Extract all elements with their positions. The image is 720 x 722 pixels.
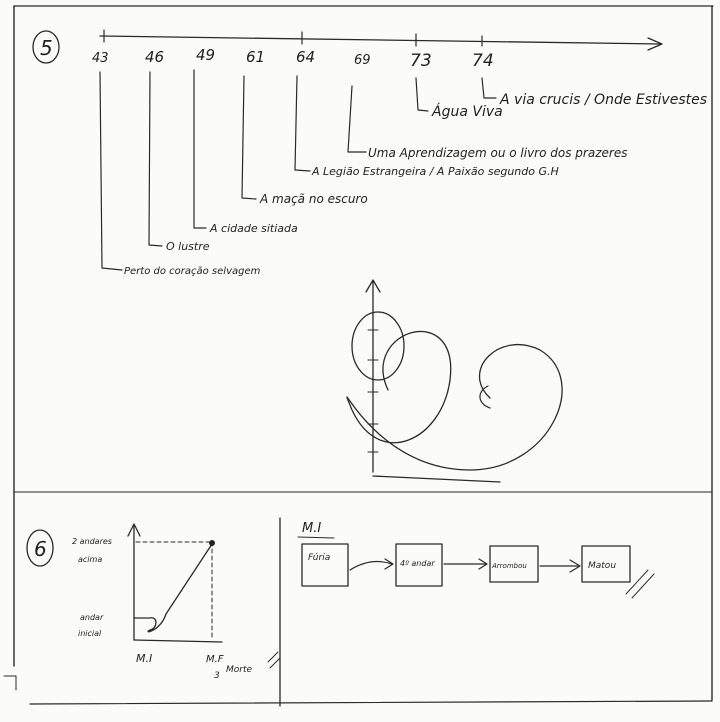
flow-arrow-head	[569, 559, 581, 573]
graph-label-bottom: inicial	[78, 629, 102, 638]
graph-x-label-end: 3	[214, 671, 220, 681]
timeline-year: 69	[354, 53, 371, 68]
work-title: A maçã no escuro	[259, 192, 368, 206]
graph-label-bottom: andar	[80, 613, 104, 622]
flow-box	[489, 545, 539, 583]
graph-y-arrow	[127, 523, 141, 537]
work-title: Água Viva	[431, 103, 503, 120]
connector-line	[193, 69, 207, 229]
work-title: Perto do coração selvagem	[124, 266, 261, 277]
work-title: A cidade sitiada	[209, 222, 298, 235]
connector-line	[415, 77, 429, 112]
graph-x-label-start: M.I	[136, 652, 152, 665]
timeline-year: 46	[145, 48, 164, 66]
flow-step: 4º andar	[400, 559, 435, 568]
flow-box	[301, 543, 349, 587]
connector-line	[99, 71, 123, 271]
connector-line	[347, 85, 367, 153]
timeline-year: 43	[92, 51, 109, 66]
graph-end-point	[209, 540, 215, 546]
sketch-y-arrow	[365, 279, 381, 293]
section-6-number: 6	[34, 537, 47, 561]
timeline-year: 64	[296, 48, 315, 66]
graph-x-label-end: Morte	[226, 665, 253, 675]
work-title: A via crucis / Onde Estivestes	[499, 92, 707, 108]
graph-x-label-end: M.F	[206, 654, 224, 665]
connector-line	[241, 75, 257, 200]
timeline-year: 49	[196, 46, 215, 64]
flow-step: Arrombou	[491, 562, 527, 570]
timeline-year: 74	[472, 51, 494, 71]
flow-box	[395, 543, 443, 587]
timeline-axis	[99, 35, 661, 45]
connector-line	[148, 71, 163, 247]
spiral-end	[479, 385, 491, 409]
flow-arrow-head	[384, 558, 394, 570]
page-bottom-border	[29, 700, 713, 705]
work-title: Uma Aprendizagem ou o livro dos prazeres	[368, 146, 627, 160]
section-5-circle	[32, 30, 60, 64]
flow-step: Fúria	[308, 553, 330, 563]
flow-step: Matou	[588, 561, 616, 571]
section-5-number: 5	[40, 36, 53, 60]
timeline-year: 73	[410, 51, 432, 71]
flow-arrow	[349, 560, 393, 571]
work-title: A Legião Estrangeira / A Paixão segundo …	[311, 165, 559, 178]
section-6-circle	[26, 529, 54, 567]
hatch-mark	[267, 651, 281, 669]
spiral-curve	[346, 330, 563, 471]
graph-label-top: 2 andares	[72, 537, 112, 546]
hatch-mark	[625, 569, 655, 599]
graph-label-top: acima	[78, 555, 102, 564]
sketch-x-axis	[372, 475, 501, 483]
spiral-inner-loop	[351, 311, 405, 381]
flow-heading-underline	[297, 536, 335, 539]
work-title: O lustre	[166, 240, 210, 253]
flow-arrow-head	[478, 558, 488, 570]
connector-line	[294, 75, 311, 172]
flow-box	[581, 545, 631, 583]
timeline-arrow-head	[647, 37, 663, 51]
timeline-year: 61	[246, 48, 265, 66]
page-corner-mark	[3, 675, 17, 691]
flow-heading: M.I	[302, 521, 321, 536]
connector-line	[481, 77, 497, 99]
graph-path	[133, 543, 213, 633]
graph-x-axis	[133, 639, 223, 643]
